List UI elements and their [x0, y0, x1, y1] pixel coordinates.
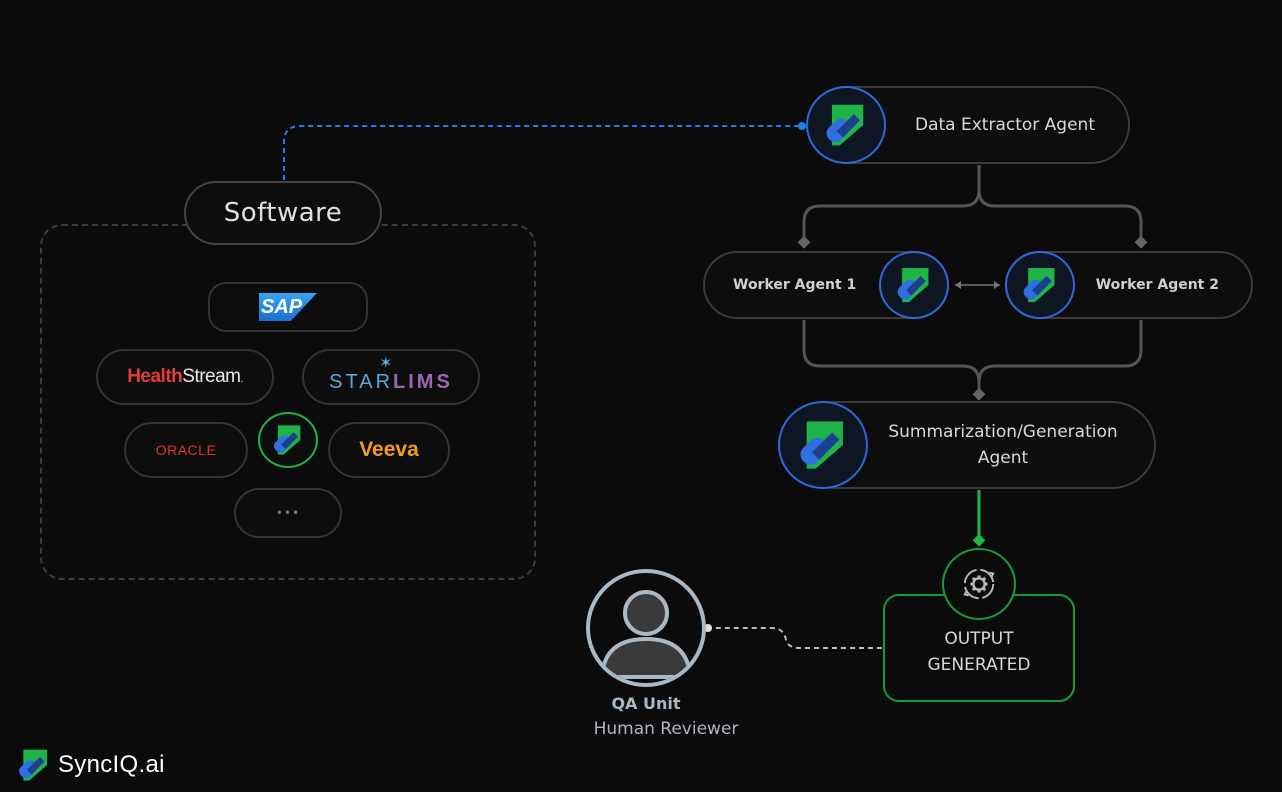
worker-agent-1-label: Worker Agent 1 — [733, 277, 857, 293]
output-label-line1: OUTPUT — [944, 629, 1014, 649]
healthstream-logo: HealthStream. — [127, 366, 243, 388]
synciq-icon — [1023, 267, 1055, 303]
synciq-icon — [800, 421, 843, 469]
oracle-logo-pill: ORACLE — [124, 422, 248, 478]
gear-sync-icon — [963, 568, 995, 600]
output-label-line2: GENERATED — [927, 655, 1031, 675]
healthstream-mark: . — [240, 374, 244, 385]
starlims-star-icon: ✶ — [379, 354, 396, 372]
starlims-part1: STAR — [329, 370, 394, 393]
veeva-logo: Veeva — [359, 438, 419, 461]
brand-name: SyncIQ.ai — [58, 751, 165, 778]
healthstream-part2: Stream — [182, 366, 241, 387]
brand-logo: SyncIQ.ai — [14, 746, 165, 784]
reviewer-title: QA Unit — [611, 694, 681, 713]
healthstream-part1: Health — [127, 366, 183, 387]
summarization-agent-label-line2: Agent — [977, 448, 1029, 468]
worker-agent-2-icon — [1005, 251, 1075, 319]
synciq-icon — [273, 425, 301, 455]
veeva-logo-pill: Veeva — [328, 422, 450, 478]
reviewer-subtitle: Human Reviewer — [593, 719, 739, 739]
reviewer-avatar — [586, 569, 706, 687]
starlims-logo-pill: ✶ STARLIMS — [302, 349, 480, 405]
user-icon — [599, 590, 693, 679]
synciq-icon — [826, 104, 864, 146]
data-extractor-agent-icon — [806, 86, 886, 164]
worker-agent-1-icon — [879, 251, 949, 319]
starlims-logo: ✶ STARLIMS — [329, 355, 453, 394]
synciq-logo-icon — [19, 749, 48, 781]
synciq-icon — [897, 267, 929, 303]
software-pill: Software — [184, 181, 382, 245]
sap-logo-pill: SAP — [208, 282, 368, 332]
summarization-agent-icon — [778, 401, 868, 489]
more-software-pill: ••• — [234, 488, 342, 538]
output-gear-node — [942, 548, 1016, 620]
starlims-part2: LIMS — [393, 370, 453, 393]
oracle-logo: ORACLE — [155, 442, 217, 458]
worker-agent-2-label: Worker Agent 2 — [1095, 277, 1219, 293]
sap-logo: SAP — [259, 293, 317, 321]
healthstream-logo-pill: HealthStream. — [96, 349, 274, 405]
data-extractor-agent-label: Data Extractor Agent — [915, 115, 1095, 135]
sap-logo-text: SAP — [261, 295, 303, 318]
more-dots-icon: ••• — [275, 506, 301, 520]
software-title: Software — [223, 198, 343, 228]
synciq-center-node — [258, 412, 318, 468]
summarization-agent-label-line1: Summarization/Generation — [888, 422, 1118, 442]
